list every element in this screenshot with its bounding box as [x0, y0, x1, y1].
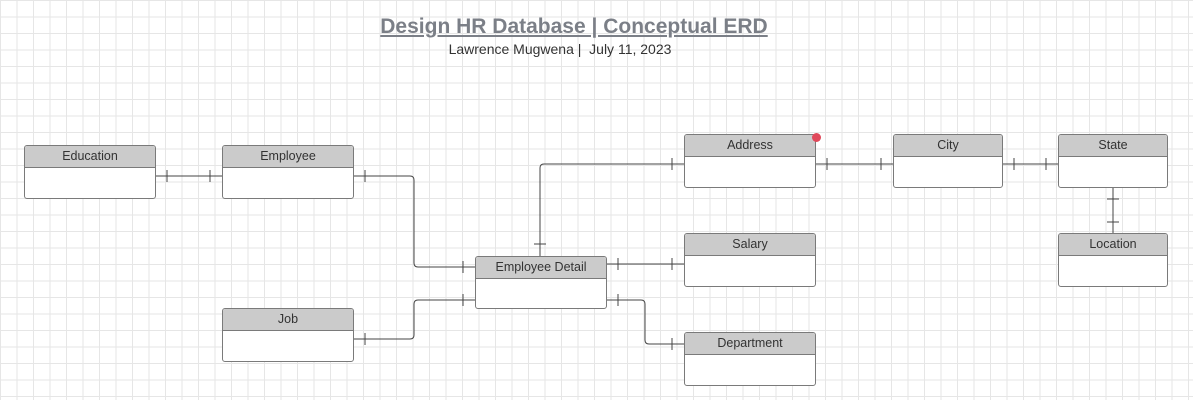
entity-state[interactable]: State — [1058, 134, 1168, 188]
cardinality-tick — [534, 158, 673, 245]
entity-label: Department — [685, 333, 815, 355]
cardinality-tick — [1013, 158, 1047, 170]
entity-label: Employee Detail — [476, 257, 606, 279]
entity-department[interactable]: Department — [684, 332, 816, 386]
red-marker-dot — [812, 133, 821, 142]
entity-location[interactable]: Location — [1058, 233, 1168, 287]
entity-label: Address — [685, 135, 815, 157]
diagram-subtitle: Lawrence Mugwena | July 11, 2023 — [448, 41, 672, 57]
connector-employee-detail-department — [607, 299, 684, 345]
entity-label: Job — [223, 309, 353, 331]
entity-address[interactable]: Address — [684, 134, 816, 188]
entity-education[interactable]: Education — [24, 145, 156, 199]
entity-salary[interactable]: Salary — [684, 233, 816, 287]
entity-label: Location — [1059, 234, 1167, 256]
connector-job-employee-detail — [354, 299, 475, 340]
cardinality-tick — [826, 158, 882, 170]
entity-label: City — [894, 135, 1002, 157]
entity-label: Salary — [685, 234, 815, 256]
entity-city[interactable]: City — [893, 134, 1003, 188]
diagram-title: Design HR Database | Conceptual ERD — [380, 15, 768, 38]
entity-employee[interactable]: Employee — [222, 145, 354, 199]
cardinality-tick — [1107, 198, 1119, 223]
entity-label: State — [1059, 135, 1167, 157]
cardinality-tick — [617, 294, 673, 350]
cardinality-tick — [364, 294, 464, 345]
cardinality-tick — [617, 258, 673, 270]
connector-employee-employee-detail — [354, 175, 475, 268]
entity-job[interactable]: Job — [222, 308, 354, 362]
cardinality-tick — [364, 170, 464, 273]
entity-label: Employee — [223, 146, 353, 168]
entity-label: Education — [25, 146, 155, 168]
cardinality-tick — [166, 170, 211, 182]
entity-employee-detail[interactable]: Employee Detail — [475, 256, 607, 309]
connector-employee-detail-address — [539, 163, 684, 256]
